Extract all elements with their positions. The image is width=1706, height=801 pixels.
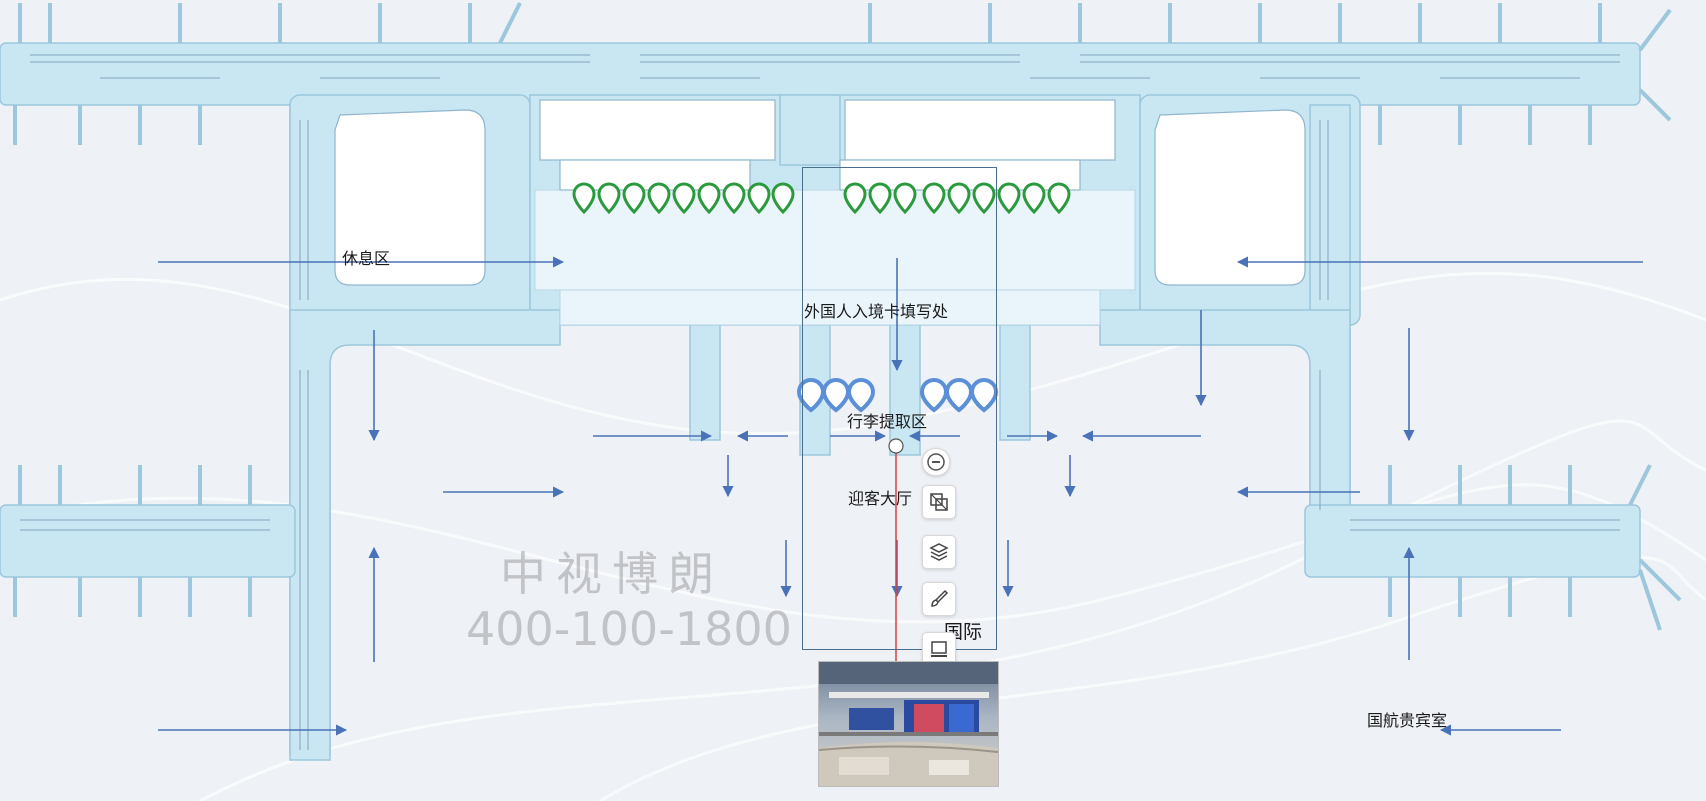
- label-rest-area: 休息区: [342, 249, 391, 268]
- green-pin-icon: [1047, 182, 1071, 215]
- green-pin-group: [572, 182, 1071, 215]
- label-baggage-claim: 行李提取区: [847, 412, 928, 431]
- green-pin-icon: [572, 182, 596, 215]
- screen-button[interactable]: [922, 632, 956, 666]
- label-vip-lounge: 国航贵宾室: [1367, 711, 1448, 730]
- green-pin-icon: [868, 182, 892, 215]
- blue-pin-group: [796, 377, 999, 413]
- overlap-squares-icon: [930, 493, 948, 511]
- watermark-name: 中视博朗: [500, 547, 724, 601]
- green-pin-icon: [997, 182, 1021, 215]
- jet-bridges: [13, 2, 1682, 631]
- green-pin-icon: [647, 182, 671, 215]
- blue-pin-icon: [969, 377, 999, 413]
- zoom-out-button[interactable]: [922, 448, 950, 476]
- green-pin-icon: [747, 182, 771, 215]
- blue-pin-icon: [821, 377, 851, 413]
- flow-arrows: [158, 256, 1643, 736]
- layers-button[interactable]: [922, 535, 956, 569]
- green-pin-icon: [597, 182, 621, 215]
- fullscreen-button[interactable]: [922, 485, 956, 519]
- draw-button[interactable]: [922, 582, 956, 616]
- green-pin-icon: [771, 182, 795, 215]
- green-pin-icon: [722, 182, 746, 215]
- blue-pin-icon: [944, 377, 974, 413]
- green-pin-icon: [972, 182, 996, 215]
- route-start-marker[interactable]: [888, 438, 904, 454]
- blue-pin-icon: [919, 377, 949, 413]
- gate-markings: [20, 54, 1620, 750]
- green-pin-icon: [843, 182, 867, 215]
- label-arrival-card: 外国人入境卡填写处: [804, 302, 949, 321]
- brush-icon: [931, 589, 949, 607]
- minus-circle-icon: [927, 453, 945, 471]
- layers-icon: [929, 543, 949, 561]
- green-pin-icon: [1022, 182, 1046, 215]
- blue-pin-icon: [846, 377, 876, 413]
- green-pin-icon: [947, 182, 971, 215]
- green-pin-icon: [697, 182, 721, 215]
- green-pin-icon: [922, 182, 946, 215]
- green-pin-icon: [893, 182, 917, 215]
- green-pin-icon: [672, 182, 696, 215]
- courtyards: [334, 99, 1306, 286]
- blue-pin-icon: [796, 377, 826, 413]
- watermark-phone: 400-100-1800: [466, 602, 792, 656]
- location-photo-thumbnail[interactable]: [818, 661, 999, 787]
- selection-frame: [802, 167, 997, 650]
- monitor-icon: [931, 641, 947, 657]
- green-pin-icon: [622, 182, 646, 215]
- label-greeting-hall: 迎客大厅: [848, 489, 913, 508]
